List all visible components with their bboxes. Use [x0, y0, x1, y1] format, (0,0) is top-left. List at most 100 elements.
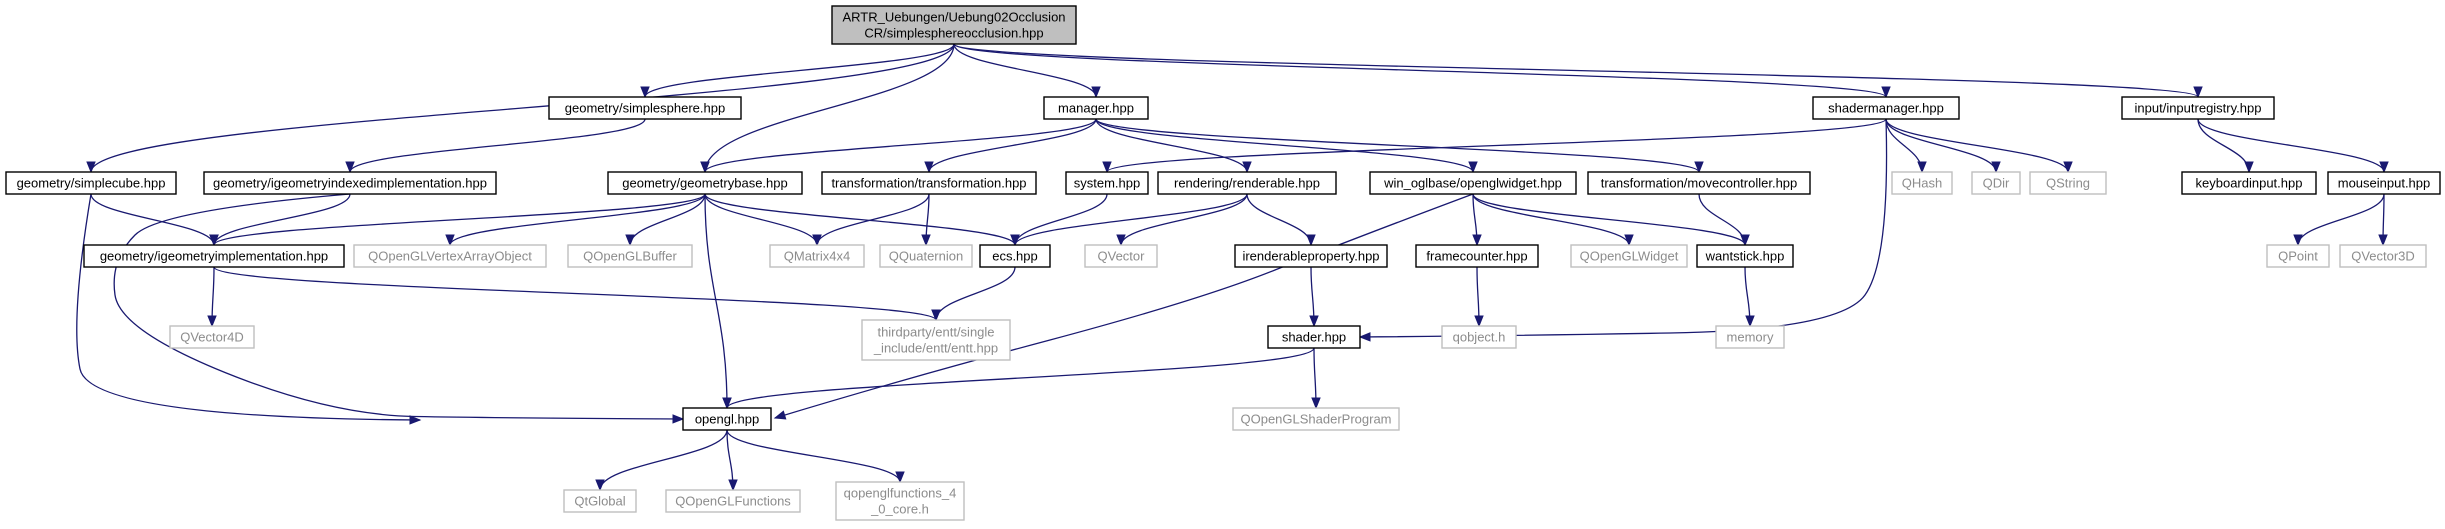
node-box [1441, 325, 1517, 349]
edge-openglwidget-to-framecounter [1472, 193, 1482, 247]
node-ecs[interactable]: ecs.hpp [979, 244, 1051, 268]
edge-arrowhead [1358, 332, 1371, 342]
node-qbuffer: QOpenGLBuffer [567, 244, 693, 268]
node-qhash: QHash [1891, 171, 1953, 195]
edge-shadermanager-to-shader [1358, 118, 1888, 342]
node-label: QOpenGLBuffer [583, 249, 677, 264]
edge-arrowhead [895, 471, 905, 484]
edge-arrowhead [728, 479, 738, 492]
node-qtglobal: QtGlobal [563, 489, 637, 513]
edge-arrowhead [1745, 315, 1755, 328]
edge-arrowhead [722, 397, 732, 410]
node-label: geometry/geometrybase.hpp [622, 176, 787, 191]
node-qobject: qobject.h [1441, 325, 1517, 349]
node-geombase[interactable]: geometry/geometrybase.hpp [607, 171, 803, 195]
edge-arrowhead [445, 234, 455, 247]
node-box [2327, 171, 2441, 195]
node-system[interactable]: system.hpp [1065, 171, 1149, 195]
edge-arrowhead [2378, 234, 2388, 247]
node-renderable[interactable]: rendering/renderable.hpp [1157, 171, 1337, 195]
node-label: opengl.hpp [695, 412, 759, 427]
node-igeomindexed[interactable]: geometry/igeometryindexedimplementation.… [203, 171, 497, 195]
node-igeomimpl[interactable]: geometry/igeometryimplementation.hpp [83, 244, 345, 268]
edge-line [935, 266, 1016, 321]
node-root[interactable]: ARTR_Uebungen/Uebung02OcclusionCR/simple… [831, 5, 1077, 45]
node-box [2121, 96, 2275, 120]
edge-ecs-to-entt [931, 266, 1016, 322]
edge-line [704, 193, 728, 409]
node-box [1234, 244, 1388, 268]
edge-line [349, 118, 646, 173]
edge-arrowhead [931, 309, 941, 322]
edge-arrowhead [2244, 161, 2254, 174]
node-transformation[interactable]: transformation/transformation.hpp [821, 171, 1037, 195]
node-box [1415, 244, 1539, 268]
edge-line [1106, 118, 1887, 173]
node-framecounter[interactable]: framecounter.hpp [1415, 244, 1539, 268]
node-label: system.hpp [1074, 176, 1140, 191]
edge-line [1246, 193, 1312, 246]
node-label: QDir [1983, 176, 2010, 191]
edge-line [726, 429, 901, 483]
edge-renderable-to-qvector [1116, 193, 1248, 247]
edge-shader-to-qshaderprog [1311, 347, 1321, 410]
node-box [1812, 96, 1960, 120]
edge-line [726, 347, 1315, 409]
edge-arrowhead [409, 415, 422, 425]
node-box [1971, 171, 2021, 195]
edge-geombase-to-qbuffer [625, 193, 706, 247]
node-label: ARTR_Uebungen/Uebung02Occlusion [842, 10, 1065, 25]
node-movecontroller[interactable]: transformation/movecontroller.hpp [1587, 171, 1811, 195]
node-box [682, 407, 772, 431]
node-shader[interactable]: shader.hpp [1267, 325, 1361, 349]
node-label: irenderableproperty.hpp [1242, 249, 1379, 264]
node-entt: thirdparty/entt/single_include/entt/entt… [861, 319, 1011, 361]
edge-geombase-to-opengl [704, 193, 732, 410]
node-label: QOpenGLVertexArrayObject [368, 249, 532, 264]
edge-renderable-to-ecs [1010, 193, 1248, 247]
edge-arrowhead [773, 410, 787, 420]
node-label: transformation/movecontroller.hpp [1601, 176, 1798, 191]
node-irenderprop[interactable]: irenderableproperty.hpp [1234, 244, 1388, 268]
node-label: QVector3D [2351, 249, 2415, 264]
edge-arrowhead [625, 234, 635, 247]
node-box [353, 244, 547, 268]
edge-manager-to-openglwidget [1095, 118, 1478, 174]
edge-line [1120, 193, 1248, 246]
edge-movecontroller-to-wantstick [1698, 193, 1750, 247]
node-box [1369, 171, 1577, 195]
node-qglwidget: QOpenGLWidget [1570, 244, 1688, 268]
node-opengl[interactable]: opengl.hpp [682, 407, 772, 431]
node-simplecube[interactable]: geometry/simplecube.hpp [5, 171, 177, 195]
node-box [1715, 325, 1785, 349]
node-manager[interactable]: manager.hpp [1043, 96, 1149, 120]
edge-line [704, 118, 1097, 173]
node-mouseinput[interactable]: mouseinput.hpp [2327, 171, 2441, 195]
node-label: geometry/igeometryimplementation.hpp [100, 249, 328, 264]
node-label: qobject.h [1453, 330, 1506, 345]
edge-line [1014, 193, 1108, 246]
node-box [2181, 171, 2317, 195]
node-shadermanager[interactable]: shadermanager.hpp [1812, 96, 1960, 120]
edge-arrowhead [1472, 234, 1482, 247]
node-keyboardinput[interactable]: keyboardinput.hpp [2181, 171, 2317, 195]
edge-igeomindexed-to-igeomimpl [209, 193, 351, 247]
edge-line [213, 193, 351, 246]
node-inputregistry[interactable]: input/inputregistry.hpp [2121, 96, 2275, 120]
node-qglfunctions: QOpenGLFunctions [665, 489, 801, 513]
node-simplesphere[interactable]: geometry/simplesphere.hpp [548, 96, 742, 120]
edge-shadermanager-to-system [1102, 118, 1887, 174]
edge-line [1698, 193, 1746, 246]
edge-arrowhead [1474, 315, 1484, 328]
edge-line [90, 193, 215, 246]
edge-opengl-to-qglfunctions [726, 429, 738, 492]
edge-line [1472, 193, 1746, 246]
edge-openglwidget-to-opengl [773, 193, 1474, 420]
node-qmatrix: QMatrix4x4 [769, 244, 865, 268]
node-openglwidget[interactable]: win_oglbase/openglwidget.hpp [1369, 171, 1577, 195]
node-box [607, 171, 803, 195]
node-box [1065, 171, 1149, 195]
edge-simplesphere-to-igeomindexed [345, 118, 646, 174]
node-qvao: QOpenGLVertexArrayObject [353, 244, 547, 268]
node-wantstick[interactable]: wantstick.hpp [1696, 244, 1794, 268]
